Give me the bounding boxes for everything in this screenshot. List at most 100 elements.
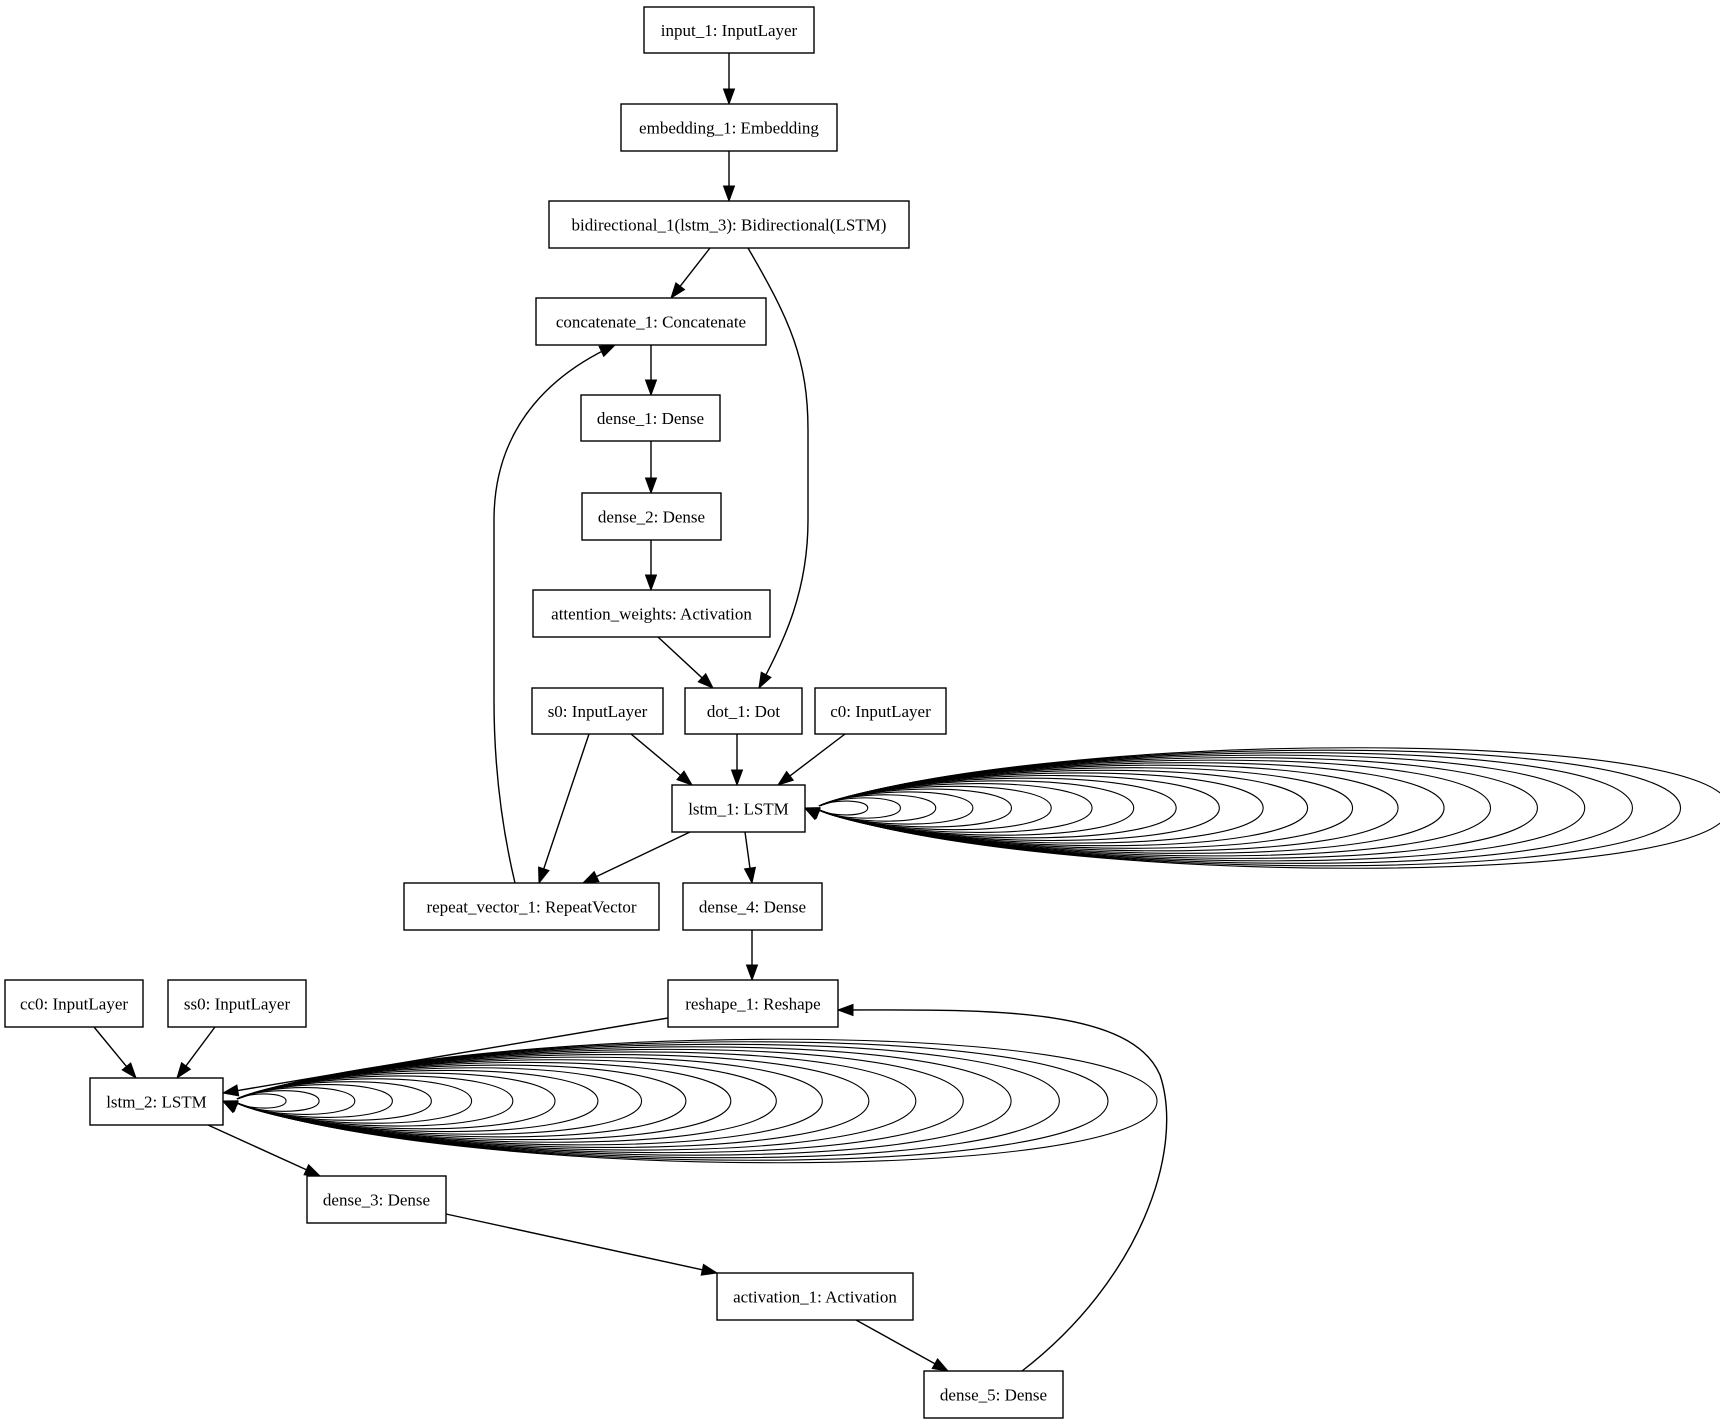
node-label: lstm_2: LSTM [106, 1093, 207, 1112]
edge-dense_4-to-reshape_1 [745, 930, 759, 982]
self-loops-lstm_2 [221, 1038, 1158, 1164]
edge-line [207, 1124, 307, 1171]
node-dot-1: dot_1: Dot [684, 687, 803, 735]
edge-line [744, 831, 751, 869]
self-loop-arc [818, 800, 869, 816]
node-box [620, 103, 838, 152]
self-loop-arc [818, 788, 1013, 828]
edge-line [657, 636, 703, 679]
self-loop-arc [818, 785, 1052, 831]
edge-line [93, 1026, 128, 1067]
edge-arrowhead [644, 379, 658, 397]
edge-arrowhead [730, 769, 744, 787]
self-loop-arrowhead [221, 1100, 239, 1112]
node-label: ss0: InputLayer [184, 995, 291, 1014]
node-box [580, 394, 721, 442]
node-dense-3: dense_3: Dense [306, 1175, 447, 1224]
node-box [682, 882, 823, 931]
node-reshape-1: reshape_1: Reshape [667, 979, 839, 1028]
node-box [548, 200, 910, 249]
node-repeat-vector-1: repeat_vector_1: RepeatVector [403, 882, 660, 931]
self-loop-arc [818, 791, 974, 825]
edge-bidirectional_1-to-concatenate_1 [670, 247, 711, 300]
self-loop-arc [818, 749, 1682, 867]
edge-arrowhead [670, 281, 686, 300]
self-loop-arc [236, 1075, 514, 1127]
nodes-layer: input_1: InputLayer embedding_1: Embeddin… [4, 6, 1064, 1419]
self-loop-arc [236, 1048, 964, 1154]
edge-arrowhead [303, 1163, 322, 1177]
edge-line [596, 831, 691, 878]
node-label: activation_1: Activation [733, 1288, 897, 1307]
node-label: dense_5: Dense [940, 1386, 1047, 1405]
edge-lstm_1-to-repeat_vector_1 [581, 831, 691, 884]
node-label: cc0: InputLayer [20, 995, 128, 1014]
edge-arrowhead [676, 770, 694, 786]
edge-arrowhead [931, 1358, 950, 1372]
node-box [306, 1175, 447, 1224]
edge-ss0-to-lstm_2 [176, 1026, 216, 1080]
edge-dense_2-to-attention_weights [644, 540, 658, 592]
edge-s0-to-lstm_1 [630, 733, 694, 786]
self-loop-arc [236, 1054, 870, 1148]
node-label: bidirectional_1(lstm_3): Bidirectional(L… [572, 216, 887, 235]
node-cc0: cc0: InputLayer [4, 979, 144, 1028]
self-loop-arc [236, 1072, 556, 1130]
self-loop-arc [236, 1087, 356, 1115]
edge-activation_1-to-dense_5 [855, 1319, 950, 1372]
node-dense-2: dense_2: Dense [581, 492, 722, 541]
self-loop-arrowhead [803, 807, 821, 819]
edge-arrowhead [743, 866, 757, 885]
node-box [581, 492, 722, 541]
self-loop-arc [236, 1041, 1109, 1161]
self-loop-arc [236, 1081, 432, 1121]
edge-arrowhead [758, 671, 772, 690]
node-embedding-1: embedding_1: Embedding [620, 103, 838, 152]
self-loop-arc [236, 1051, 917, 1151]
edge-arrowhead [776, 770, 795, 786]
self-loop-arc [236, 1069, 599, 1133]
node-label: repeat_vector_1: RepeatVector [426, 898, 636, 917]
node-label: dense_4: Dense [699, 898, 806, 917]
edge-bidirectional_1-to-dot_1 [747, 247, 809, 690]
self-loop-arc [236, 1043, 1060, 1159]
edge-dense_5-to-reshape_1 [836, 1003, 1168, 1372]
edge-arrowhead [221, 1084, 240, 1097]
edge-arrowhead [176, 1061, 192, 1080]
node-label: lstm_1: LSTM [688, 800, 789, 819]
edge-dense_3-to-activation_1 [445, 1213, 719, 1276]
node-label: attention_weights: Activation [551, 605, 752, 624]
edge-curve [747, 247, 809, 689]
self-loop-arc [236, 1061, 732, 1141]
edge-line [855, 1319, 936, 1365]
node-label: concatenate_1: Concatenate [556, 313, 746, 332]
self-loop-arc [818, 780, 1135, 836]
edge-s0-to-repeat_vector_1 [538, 733, 590, 885]
self-loop-arc [818, 754, 1586, 862]
edge-arrowhead [581, 870, 600, 884]
edge-cc0-to-lstm_2 [93, 1026, 137, 1080]
self-loop-arc [818, 794, 937, 822]
node-lstm-2: lstm_2: LSTM [89, 1077, 224, 1126]
self-loop-arc [818, 797, 901, 819]
node-label: c0: InputLayer [830, 702, 931, 721]
self-loop-arc [818, 757, 1538, 859]
node-label: s0: InputLayer [548, 702, 648, 721]
node-s0: s0: InputLayer [531, 687, 664, 735]
node-box [667, 979, 839, 1028]
node-box [89, 1077, 224, 1126]
node-attention-weights: attention_weights: Activation [532, 589, 771, 638]
node-input-1: input_1: InputLayer [643, 6, 815, 54]
node-label: dense_3: Dense [323, 1191, 430, 1210]
self-loop-arc [818, 747, 1720, 869]
edge-reshape_1-to-lstm_2 [221, 1017, 669, 1097]
self-loop-arc [236, 1046, 1012, 1156]
edge-line [237, 1017, 669, 1092]
node-box [671, 784, 806, 833]
self-loop-arc [236, 1078, 473, 1124]
edge-embedding_1-to-bidirectional_1 [722, 151, 736, 203]
node-c0: c0: InputLayer [814, 687, 947, 735]
self-loop-arc [818, 777, 1177, 839]
self-loop-arc [818, 762, 1445, 854]
